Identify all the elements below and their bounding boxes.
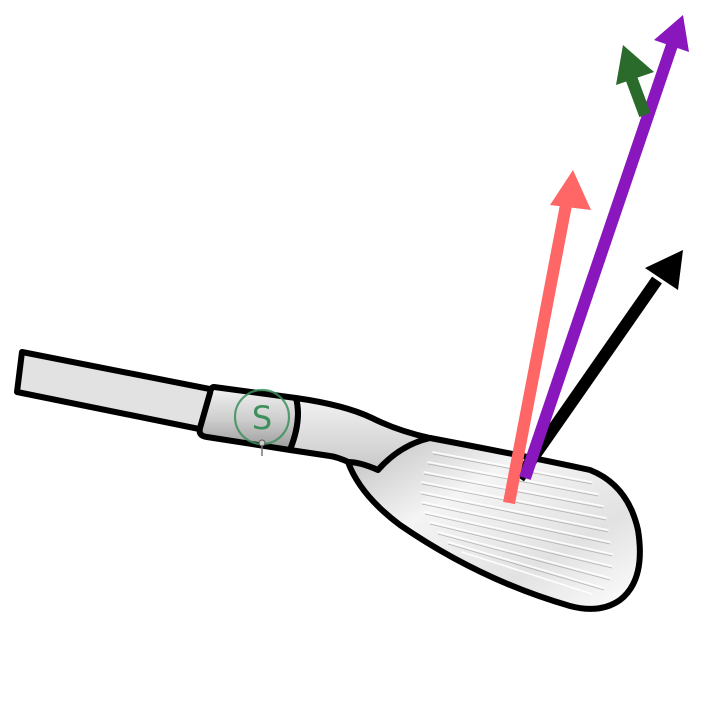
shaft <box>14 349 228 435</box>
arrow-coral <box>503 170 591 505</box>
arrow-green <box>616 45 654 118</box>
brand-logo: S <box>233 388 291 456</box>
arrow-purple <box>519 15 689 480</box>
brand-logo-letter: S <box>252 399 272 437</box>
face-grooves <box>420 451 613 595</box>
arrow-black <box>514 250 683 482</box>
